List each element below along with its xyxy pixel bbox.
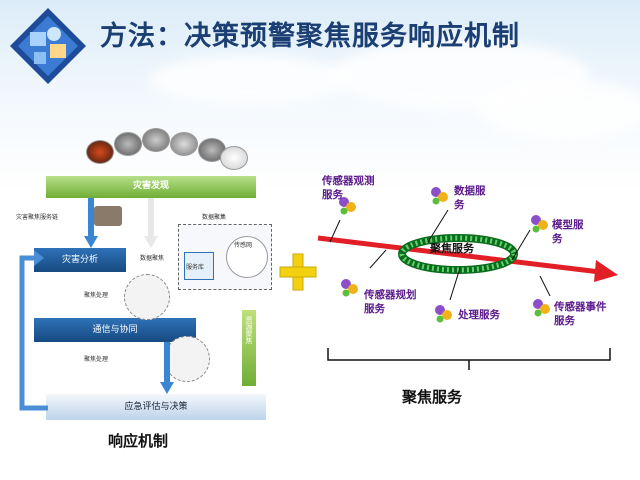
data-service-label: 数据服 务 xyxy=(454,185,486,211)
service-flow-arrow xyxy=(317,235,601,275)
feedback-loop-arrow xyxy=(19,250,48,411)
disaster-photo xyxy=(198,138,226,162)
sensor-plan-service-label: 传感器规划 服务 xyxy=(364,289,417,315)
gear-icon xyxy=(339,197,356,215)
disaster-photo xyxy=(86,140,114,164)
data-gather-label: 数据聚集 xyxy=(202,214,227,221)
gear-icon xyxy=(341,279,358,297)
cloud-decoration xyxy=(150,55,350,105)
sensor-observe-service-label: 传感器观测 服务 xyxy=(322,175,375,201)
resource-focus-label: 资源聚焦 xyxy=(245,316,253,344)
model-service-label: 模型服 务 xyxy=(552,219,584,245)
service-flow-arrowhead xyxy=(594,260,618,282)
page-title: 方法：决策预警聚焦服务响应机制 xyxy=(100,21,520,52)
sensor-net-circle xyxy=(226,236,268,278)
gear-icon xyxy=(435,305,452,323)
disaster-discovery-bar: 灾害发现 xyxy=(46,176,256,198)
resource-focus-arrow xyxy=(242,310,256,386)
comm-coop-box: 通信与协同 xyxy=(34,318,196,342)
plus-icon xyxy=(279,253,317,291)
focus-process-label: 聚焦处理 xyxy=(84,292,109,299)
disaster-photo xyxy=(114,132,142,156)
service-bank-box xyxy=(184,252,214,280)
chain-photo xyxy=(94,206,122,226)
data-focus-label: 数据聚焦 xyxy=(140,255,165,262)
response-mechanism-caption: 响应机制 xyxy=(108,432,169,450)
down-arrow xyxy=(84,198,98,248)
gear-icon xyxy=(531,215,548,233)
header-logo-icon xyxy=(10,8,86,84)
disaster-photo xyxy=(170,132,198,156)
gear-icon xyxy=(533,299,550,317)
disaster-analysis-box: 灾害分析 xyxy=(34,248,126,272)
cloud-decoration xyxy=(480,80,640,140)
focus-network-circle xyxy=(124,274,170,320)
down-arrow xyxy=(160,342,174,394)
down-arrow xyxy=(144,198,158,248)
disaster-photo xyxy=(220,146,248,170)
focus-service-diagram xyxy=(317,209,618,370)
gear-icon xyxy=(431,187,448,205)
disaster-photo xyxy=(142,128,170,152)
chain-label: 灾害聚焦服务链 xyxy=(16,214,59,221)
focus-ring-label: 聚焦服务 xyxy=(430,242,474,255)
focus-bracket xyxy=(327,348,611,361)
process-service-label: 处理服务 xyxy=(458,309,500,321)
evaluation-decision-bar: 应急评估与决策 xyxy=(46,394,266,420)
focus-process-label-2: 聚焦处理 xyxy=(84,356,109,363)
focus-service-caption: 聚焦服务 xyxy=(402,388,463,406)
service-bank-label: 服务库 xyxy=(186,264,205,271)
response-mechanism-diagram: 灾害发现 灾害聚焦服务链 数据聚集 灾害分析 数据聚焦 聚焦处理 通信与协同 聚… xyxy=(14,128,276,430)
sensor-event-service-label: 传感器事件 服务 xyxy=(554,301,607,327)
sensor-net-label: 传感网 xyxy=(234,242,253,249)
